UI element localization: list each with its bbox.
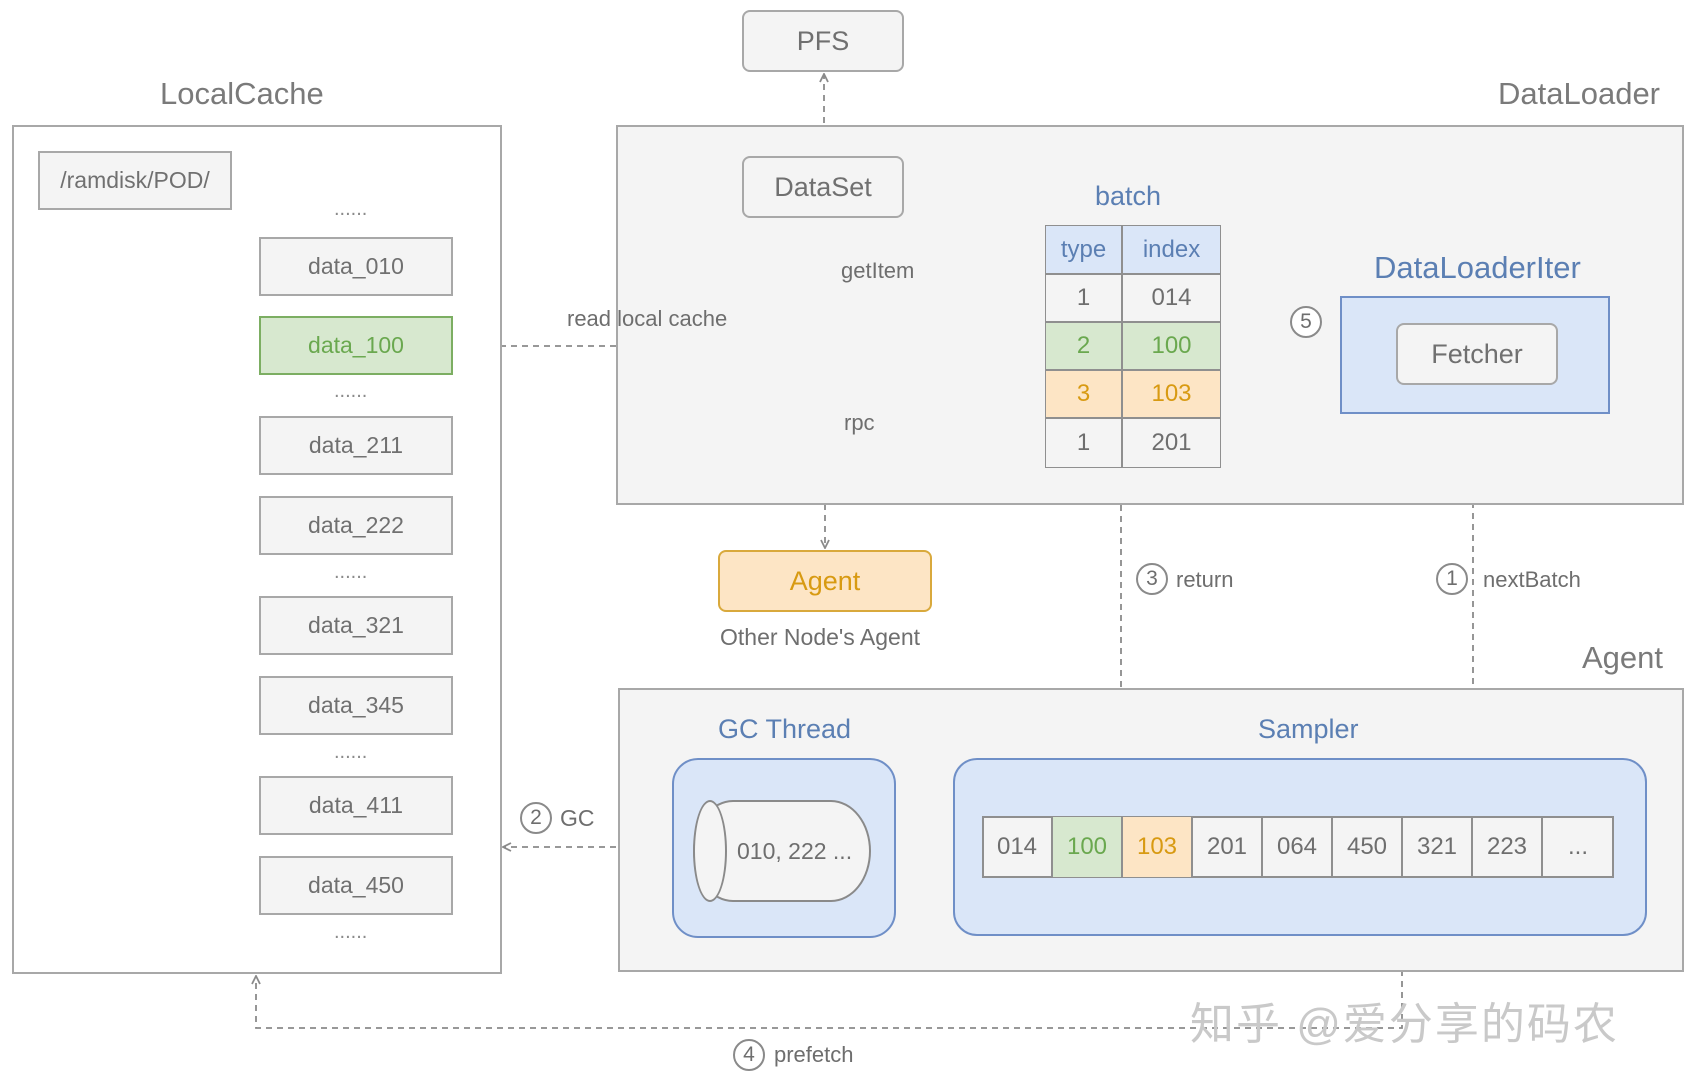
cache-item-data-211[interactable]: data_211 [259,416,453,475]
batch-row-1-index: 014 [1122,274,1221,322]
step-3-label: return [1176,567,1234,592]
sampler-title: Sampler [1258,714,1359,744]
cache-ellipsis: ...... [334,921,368,943]
cache-root-dir[interactable]: /ramdisk/POD/ [38,151,232,210]
batch-row-4-index: 201 [1122,418,1221,468]
step-4-label: prefetch [774,1042,854,1067]
gc-queue-cylinder-cap [693,800,727,902]
batch-row-3-type: 3 [1045,370,1122,418]
edge-prefetch [256,904,1403,1029]
batch-header-index: index [1122,225,1221,274]
step-2-label: GC [560,805,595,831]
dataloader-iter-title: DataLoaderIter [1374,250,1581,285]
step-4-marker: 4 [733,1039,765,1071]
cache-ellipsis: ...... [334,561,368,583]
agent-title: Agent [1582,640,1664,675]
watermark: 知乎 @爱分享的码农 [1190,1000,1619,1049]
gc-queue-label: 010, 222 ... [737,838,853,864]
rpc-label: rpc [844,410,875,435]
cache-item-data-411[interactable]: data_411 [259,776,453,835]
step-1-marker: 1 [1436,563,1468,595]
cache-ellipsis: ...... [334,380,368,402]
batch-title: batch [1095,181,1162,211]
cache-item-data-010[interactable]: data_010 [259,237,453,296]
step-2-marker: 2 [520,802,552,834]
step-5-marker: 5 [1290,306,1322,338]
cache-item-data-321[interactable]: data_321 [259,596,453,655]
sampler-index-100: 100 [1052,816,1122,878]
pfs-node[interactable]: PFS [742,10,904,72]
read-local-cache-label: read local cache [567,306,728,331]
local-cache-title: LocalCache [160,76,324,111]
cache-item-data-345[interactable]: data_345 [259,676,453,735]
batch-row-2-index: 100 [1122,322,1221,370]
cache-ellipsis: ...... [334,198,368,220]
getitem-label: getItem [841,258,915,283]
cache-item-data-450[interactable]: data_450 [259,856,453,915]
batch-row-4-type: 1 [1045,418,1122,468]
sampler-index-321: 321 [1402,816,1472,878]
fetcher-node[interactable]: Fetcher [1396,323,1558,385]
batch-row-2-type: 2 [1045,322,1122,370]
sampler-index-450: 450 [1332,816,1402,878]
sampler-index-201: 201 [1192,816,1262,878]
remote-agent-caption: Other Node's Agent [720,624,921,650]
sampler-index-103: 103 [1122,816,1192,878]
dataloader-title: DataLoader [1498,76,1661,111]
sampler-index-more: ... [1542,816,1614,878]
dataset-node[interactable]: DataSet [742,156,904,218]
batch-header-type: type [1045,225,1122,274]
step-3-marker: 3 [1136,563,1168,595]
cache-item-data-100[interactable]: data_100 [259,316,453,375]
sampler-index-223: 223 [1472,816,1542,878]
sampler-index-064: 064 [1262,816,1332,878]
step-1-label: nextBatch [1483,567,1581,592]
batch-row-3-index: 103 [1122,370,1221,418]
cache-item-data-222[interactable]: data_222 [259,496,453,555]
remote-agent-node[interactable]: Agent [718,550,932,612]
batch-row-1-type: 1 [1045,274,1122,322]
gc-thread-title: GC Thread [718,714,852,744]
cache-ellipsis: ...... [334,741,368,763]
sampler-index-014: 014 [982,816,1052,878]
